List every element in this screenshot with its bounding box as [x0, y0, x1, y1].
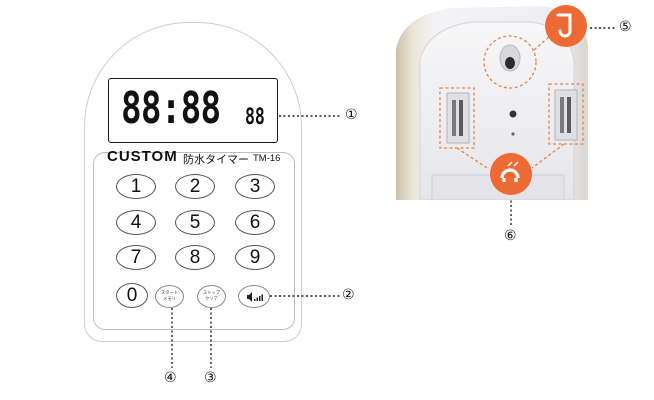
key-3[interactable]: 3 [235, 174, 275, 199]
stop-clear-button[interactable]: ストップ クリア [197, 285, 226, 308]
timer-back-photo [392, 0, 588, 200]
key-5[interactable]: 5 [175, 210, 215, 235]
key-0[interactable]: 0 [116, 283, 148, 308]
stop-label: ストップ [202, 290, 221, 296]
speaker-volume-icon [247, 291, 263, 302]
callout-3-label: ③ [204, 370, 217, 386]
timer-back-illustration [392, 0, 588, 200]
clear-label: クリア [205, 296, 218, 302]
model-name: 防水タイマー [183, 153, 249, 166]
lcd-display: 88:88 88 [108, 78, 278, 143]
key-8[interactable]: 8 [175, 245, 215, 270]
volume-button[interactable] [238, 285, 270, 308]
memory-label: メモリ [163, 296, 176, 302]
callout-5-label: ⑤ [619, 19, 632, 35]
key-9[interactable]: 9 [235, 245, 275, 270]
key-4[interactable]: 4 [116, 210, 156, 235]
key-7[interactable]: 7 [116, 245, 156, 270]
callout-4-label: ④ [164, 370, 177, 386]
key-1[interactable]: 1 [116, 174, 156, 199]
callout-1-label: ① [345, 107, 358, 123]
model-number: TM-16 [253, 153, 281, 164]
key-2[interactable]: 2 [175, 174, 215, 199]
callout-2-label: ② [342, 287, 355, 303]
callout-6-label: ⑥ [504, 228, 517, 244]
key-6[interactable]: 6 [235, 210, 275, 235]
start-memory-button[interactable]: スタート メモリ [155, 285, 184, 308]
brand-logo: CUSTOM [107, 148, 178, 165]
lcd-main-digits: 88:88 [121, 83, 221, 134]
start-label: スタート [160, 290, 179, 296]
lcd-seconds-digits: 88 [245, 105, 265, 130]
